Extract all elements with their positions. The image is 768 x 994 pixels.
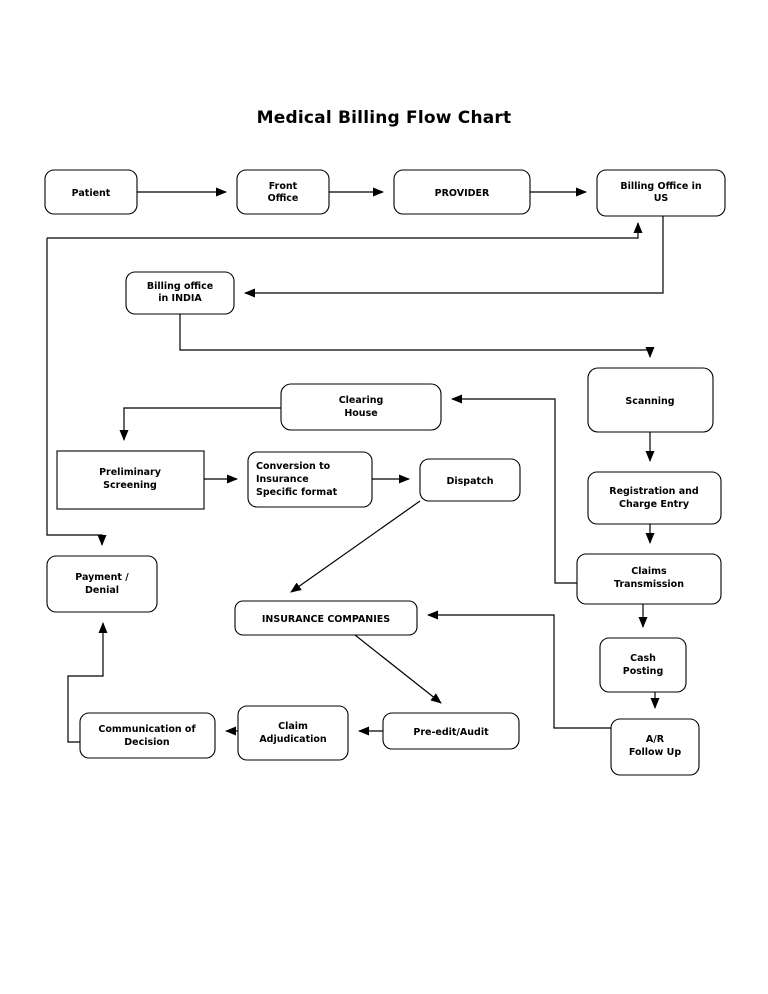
node-clearing-house[interactable]: Clearing House bbox=[280, 383, 442, 431]
node-conversion[interactable]: Conversion to Insurance Specific format bbox=[247, 451, 373, 508]
node-conversion-shape[interactable] bbox=[247, 451, 373, 508]
node-payment-denial[interactable]: Payment / Denial bbox=[46, 555, 158, 613]
node-cash-posting[interactable]: Cash Posting bbox=[599, 637, 687, 693]
node-clearing-house-shape[interactable] bbox=[280, 383, 442, 431]
node-claim-adjudication-label-line2: Adjudication bbox=[259, 734, 327, 745]
node-front-office-label-line1: Front bbox=[269, 181, 298, 192]
edge-dispatch-to-insurance-companies bbox=[290, 500, 421, 593]
node-layer: Patient Front Office PROVIDER Billing Of… bbox=[44, 169, 726, 776]
node-front-office-label-line2: Office bbox=[268, 193, 299, 204]
edge-layer bbox=[46, 187, 664, 743]
node-conversion-label-line2: Insurance bbox=[256, 474, 309, 485]
node-dispatch[interactable]: Dispatch bbox=[419, 458, 521, 502]
node-communication-of-decision-shape[interactable] bbox=[79, 712, 216, 759]
node-claims-transmission-shape[interactable] bbox=[576, 553, 722, 605]
node-patient-shape[interactable] bbox=[44, 169, 138, 215]
node-preliminary-screening-shape[interactable] bbox=[56, 450, 205, 510]
node-patient-label: Patient bbox=[72, 188, 111, 199]
node-claim-adjudication-shape[interactable] bbox=[237, 705, 349, 761]
node-preliminary-screening[interactable]: Preliminary Screening bbox=[56, 450, 205, 510]
edge-communication-to-payment-denial bbox=[67, 622, 108, 743]
node-preliminary-screening-label-line2: Screening bbox=[103, 480, 157, 491]
node-billing-office-us[interactable]: Billing Office in US bbox=[596, 169, 726, 217]
node-registration-charge-entry[interactable]: Registration and Charge Entry bbox=[587, 471, 722, 525]
node-provider-shape[interactable] bbox=[393, 169, 531, 215]
node-ar-follow-up-label-line2: Follow Up bbox=[629, 747, 681, 758]
node-communication-of-decision-label-line1: Communication of bbox=[98, 724, 196, 735]
node-pre-edit-audit-shape[interactable] bbox=[382, 712, 520, 750]
node-cash-posting-shape[interactable] bbox=[599, 637, 687, 693]
node-payment-denial-shape[interactable] bbox=[46, 555, 158, 613]
node-front-office-shape[interactable] bbox=[236, 169, 330, 215]
node-insurance-companies-label: INSURANCE COMPANIES bbox=[262, 614, 390, 625]
node-claim-adjudication-label-line1: Claim bbox=[278, 721, 308, 732]
node-ar-follow-up[interactable]: A/R Follow Up bbox=[610, 718, 700, 776]
node-provider[interactable]: PROVIDER bbox=[393, 169, 531, 215]
node-cash-posting-label-line2: Posting bbox=[623, 666, 664, 677]
node-conversion-label-line1: Conversion to bbox=[256, 461, 331, 472]
node-billing-office-us-label-line1: Billing Office in bbox=[620, 181, 701, 192]
node-communication-of-decision[interactable]: Communication of Decision bbox=[79, 712, 216, 759]
node-billing-office-india-shape[interactable] bbox=[125, 271, 235, 315]
node-scanning-shape[interactable] bbox=[587, 367, 714, 433]
edge-clearing-house-to-preliminary-screening bbox=[119, 407, 281, 441]
node-registration-charge-entry-label-line1: Registration and bbox=[609, 486, 698, 497]
edge-billing-us-to-billing-india bbox=[244, 216, 664, 298]
node-billing-office-india[interactable]: Billing office in INDIA bbox=[125, 271, 235, 315]
node-pre-edit-audit[interactable]: Pre-edit/Audit bbox=[382, 712, 520, 750]
node-clearing-house-label-line1: Clearing bbox=[339, 395, 384, 406]
node-dispatch-label: Dispatch bbox=[447, 476, 494, 487]
node-patient[interactable]: Patient bbox=[44, 169, 138, 215]
node-claims-transmission-label-line1: Claims bbox=[631, 566, 667, 577]
node-front-office[interactable]: Front Office bbox=[236, 169, 330, 215]
node-pre-edit-audit-label: Pre-edit/Audit bbox=[413, 727, 489, 738]
edge-insurance-companies-to-pre-edit-audit bbox=[354, 634, 442, 704]
node-ar-follow-up-shape[interactable] bbox=[610, 718, 700, 776]
edge-claims-transmission-to-clearing-house bbox=[451, 394, 577, 584]
node-scanning[interactable]: Scanning bbox=[587, 367, 714, 433]
node-insurance-companies-shape[interactable] bbox=[234, 600, 418, 636]
node-clearing-house-label-line2: House bbox=[344, 408, 377, 419]
node-billing-office-us-label-line2: US bbox=[654, 193, 669, 204]
node-billing-office-india-label-line2: in INDIA bbox=[158, 293, 202, 304]
node-claim-adjudication[interactable]: Claim Adjudication bbox=[237, 705, 349, 761]
node-conversion-label-line3: Specific format bbox=[256, 487, 338, 498]
node-scanning-label: Scanning bbox=[625, 396, 674, 407]
node-claims-transmission-label-line2: Transmission bbox=[614, 579, 684, 590]
node-registration-charge-entry-label-line2: Charge Entry bbox=[619, 499, 690, 510]
page-title: Medical Billing Flow Chart bbox=[256, 108, 512, 128]
node-billing-office-india-label-line1: Billing office bbox=[147, 281, 213, 292]
edge-preliminary-screening-to-payment-denial bbox=[46, 238, 107, 546]
edge-payment-denial-to-billing-us bbox=[47, 222, 643, 239]
node-dispatch-shape[interactable] bbox=[419, 458, 521, 502]
node-ar-follow-up-label-line1: A/R bbox=[646, 734, 665, 745]
node-cash-posting-label-line1: Cash bbox=[630, 653, 656, 664]
node-registration-charge-entry-shape[interactable] bbox=[587, 471, 722, 525]
node-communication-of-decision-label-line2: Decision bbox=[124, 737, 170, 748]
node-claims-transmission[interactable]: Claims Transmission bbox=[576, 553, 722, 605]
node-preliminary-screening-label-line1: Preliminary bbox=[99, 467, 162, 478]
node-provider-label: PROVIDER bbox=[435, 188, 490, 199]
node-payment-denial-label-line2: Denial bbox=[85, 585, 119, 596]
node-billing-office-us-shape[interactable] bbox=[596, 169, 726, 217]
edge-ar-follow-up-to-insurance-companies bbox=[427, 610, 611, 729]
node-insurance-companies[interactable]: INSURANCE COMPANIES bbox=[234, 600, 418, 636]
edge-billing-india-to-scanning bbox=[179, 314, 655, 358]
node-payment-denial-label-line1: Payment / bbox=[75, 572, 129, 583]
